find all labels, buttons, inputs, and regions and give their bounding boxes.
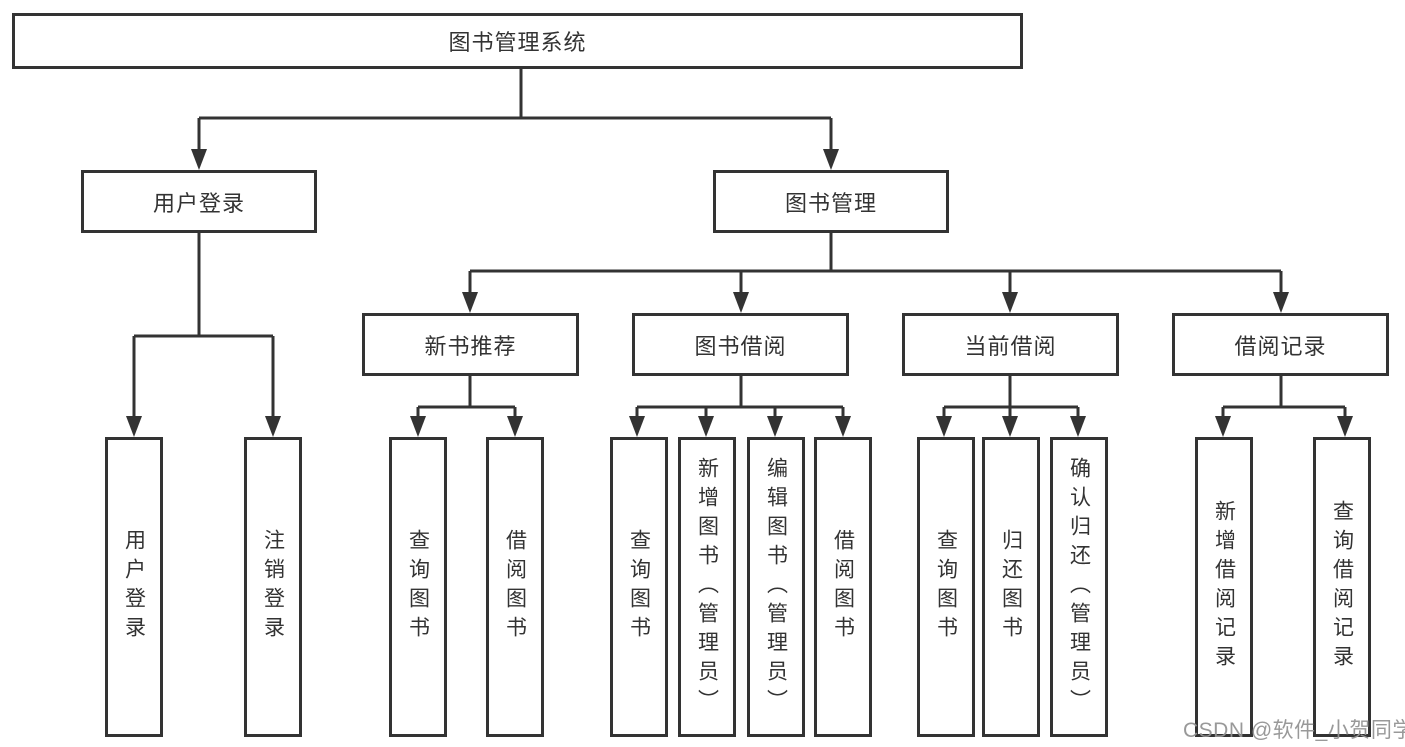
leaf-borrow-book-label: 借阅图书 — [831, 529, 855, 645]
leaf-edit-book-admin-label: 编辑图书（管理员） — [764, 456, 788, 718]
leaf-query-borrow-record: 查询借阅记录 — [1313, 437, 1371, 737]
node-borrow-record: 借阅记录 — [1172, 313, 1389, 376]
arrowhead-icons — [126, 149, 1353, 437]
leaf-newbook-borrow-book-label: 借阅图书 — [503, 529, 527, 645]
leaf-confirm-return-admin-label: 确认归还（管理员） — [1067, 456, 1091, 718]
leaf-borrow-query-book-label: 查询图书 — [627, 529, 651, 645]
leaf-add-book-admin: 新增图书（管理员） — [678, 437, 736, 737]
leaf-return-book-label: 归还图书 — [999, 529, 1023, 645]
leaf-newbook-query-book: 查询图书 — [389, 437, 447, 737]
node-borrow-record-label: 借阅记录 — [1234, 333, 1327, 359]
node-book-management: 图书管理 — [713, 170, 949, 233]
node-new-book-recommend: 新书推荐 — [362, 313, 579, 376]
leaf-current-query-book-label: 查询图书 — [934, 529, 958, 645]
leaf-edit-book-admin: 编辑图书（管理员） — [747, 437, 805, 737]
node-root-system: 图书管理系统 — [12, 13, 1023, 69]
leaf-add-borrow-record: 新增借阅记录 — [1195, 437, 1253, 737]
leaf-borrow-query-book: 查询图书 — [610, 437, 668, 737]
node-book-borrow-label: 图书借阅 — [694, 333, 787, 359]
leaf-return-book: 归还图书 — [982, 437, 1040, 737]
node-book-management-label: 图书管理 — [784, 190, 877, 216]
leaf-confirm-return-admin: 确认归还（管理员） — [1050, 437, 1108, 737]
leaf-add-book-admin-label: 新增图书（管理员） — [695, 456, 719, 718]
leaf-borrow-book: 借阅图书 — [814, 437, 872, 737]
leaf-user-login: 用户登录 — [105, 437, 163, 737]
node-current-borrow-label: 当前借阅 — [964, 333, 1057, 359]
leaf-query-borrow-record-label: 查询借阅记录 — [1330, 500, 1354, 674]
leaf-newbook-borrow-book: 借阅图书 — [486, 437, 544, 737]
leaf-current-query-book: 查询图书 — [917, 437, 975, 737]
csdn-watermark: CSDN @软件_小贺同学 — [1183, 719, 1405, 742]
leaf-newbook-query-book-label: 查询图书 — [406, 529, 430, 645]
node-user-login-label: 用户登录 — [152, 190, 245, 216]
leaf-logout-login: 注销登录 — [244, 437, 302, 737]
leaf-logout-login-label: 注销登录 — [261, 529, 285, 645]
node-current-borrow: 当前借阅 — [902, 313, 1119, 376]
leaf-user-login-label: 用户登录 — [122, 529, 146, 645]
leaf-add-borrow-record-label: 新增借阅记录 — [1212, 500, 1236, 674]
node-root-label: 图书管理系统 — [448, 30, 587, 55]
node-user-login: 用户登录 — [81, 170, 317, 233]
node-new-book-label: 新书推荐 — [424, 333, 517, 359]
node-book-borrow: 图书借阅 — [632, 313, 849, 376]
